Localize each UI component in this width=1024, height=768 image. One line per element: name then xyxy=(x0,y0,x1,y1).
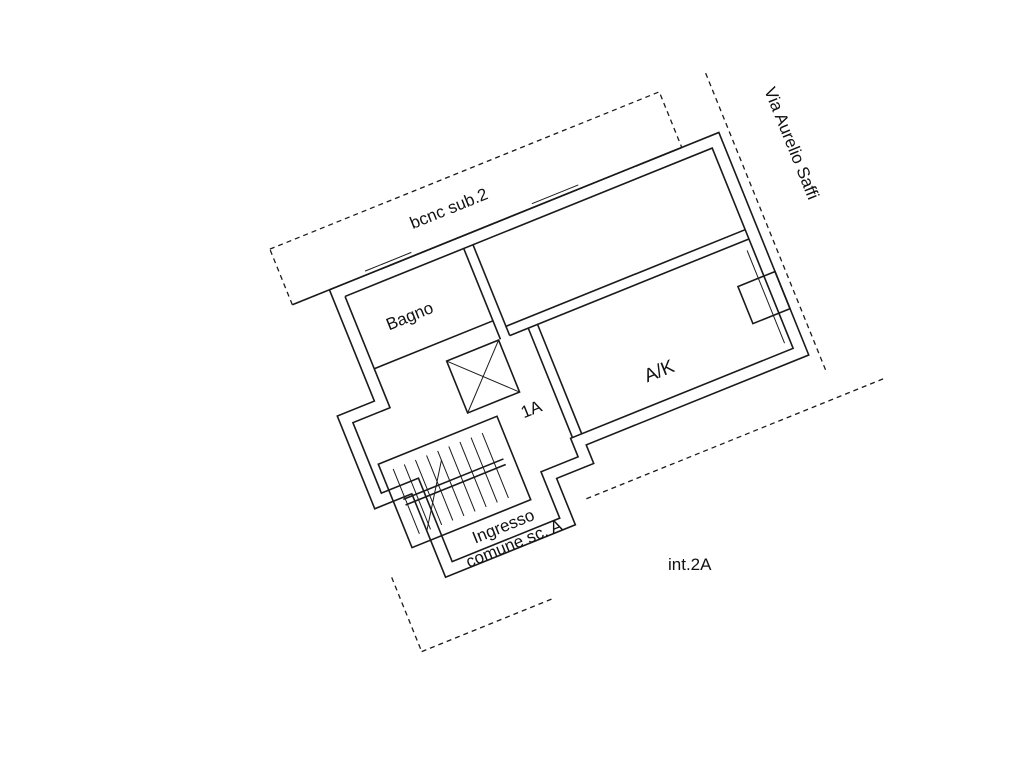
boundary-lines xyxy=(391,72,884,653)
balcony-label: bcnc sub.2 xyxy=(407,184,490,232)
bathroom-label: Bagno xyxy=(383,298,436,334)
elevator-shaft xyxy=(445,339,521,415)
unit-marker-label: 1A xyxy=(518,396,545,422)
street-label: Via Aurelio Saffi xyxy=(760,84,822,202)
staircase xyxy=(377,415,532,549)
neighbour-unit-label: int.2A xyxy=(668,555,712,574)
living-kitchen-label: A/K xyxy=(641,356,678,387)
outer-walls xyxy=(328,131,810,579)
building-drawing: bcnc sub.2 Bagno 1A A/K Ingresso comune … xyxy=(269,72,884,653)
interior-walls xyxy=(373,228,792,438)
